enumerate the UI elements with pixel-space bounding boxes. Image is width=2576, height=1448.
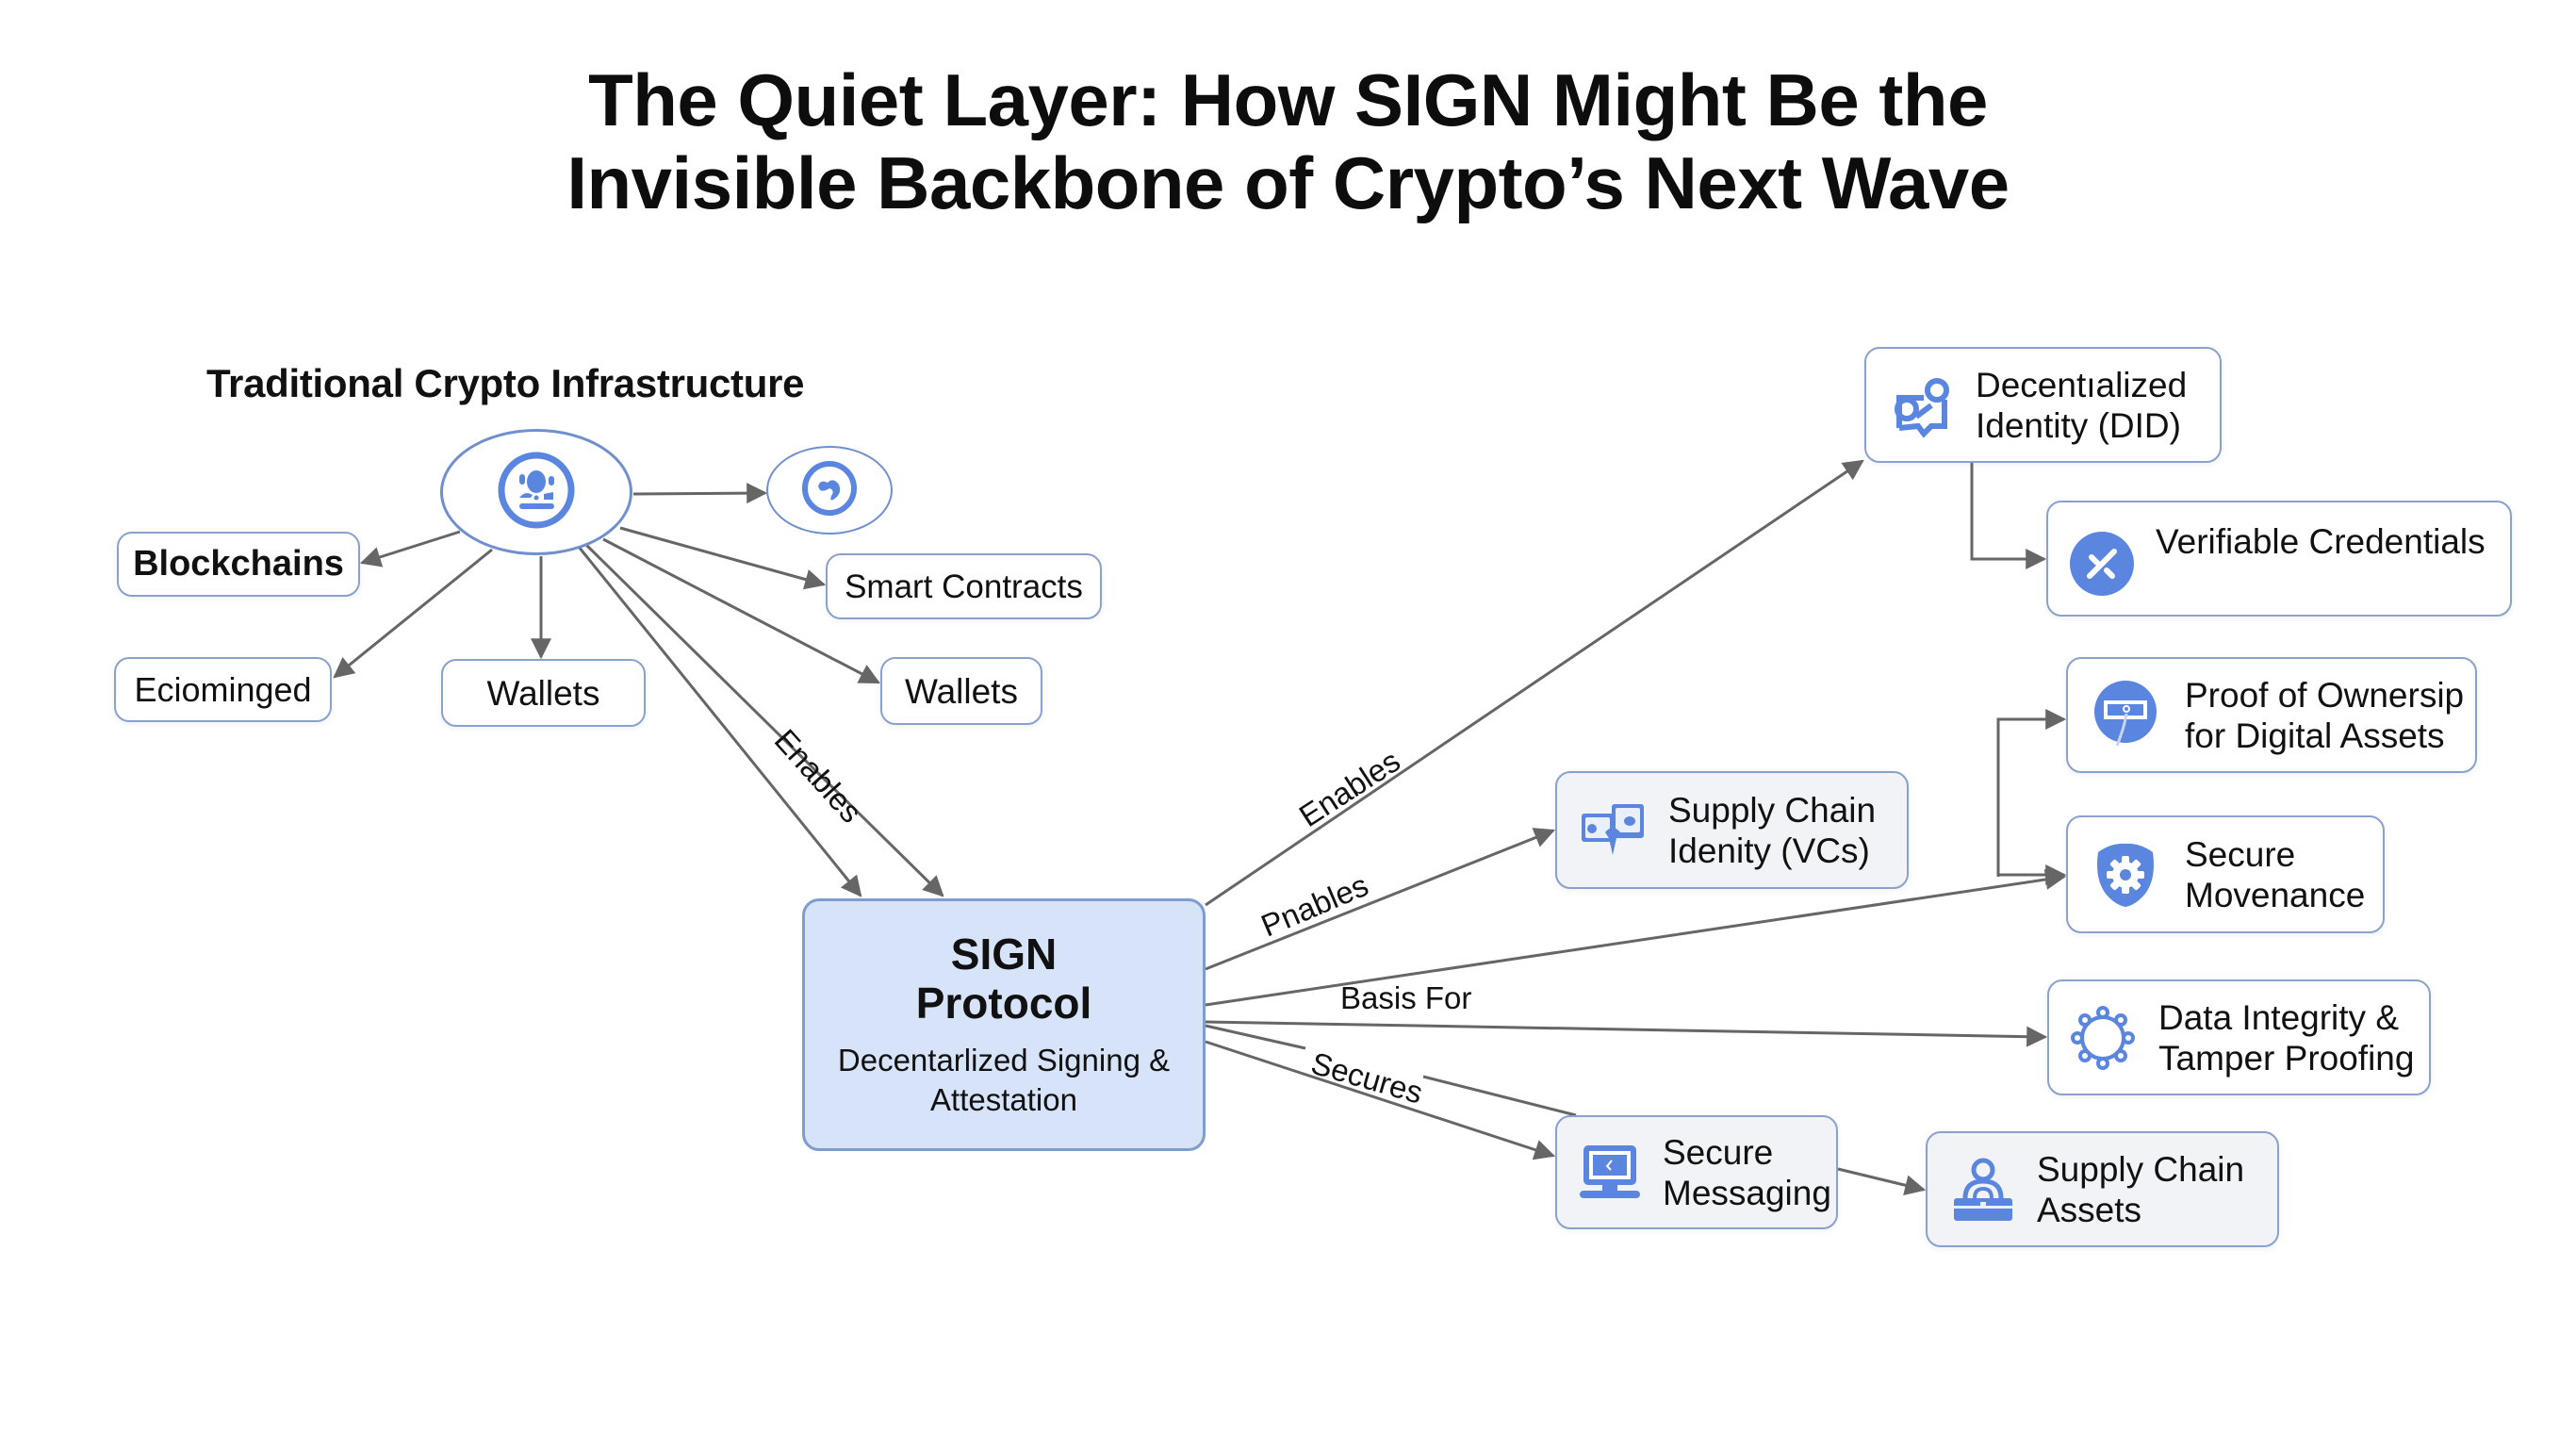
sign-name-line-2: Protocol [915,979,1092,1028]
network-ring-icon [2068,1003,2138,1073]
node-text: Data Integrity & Tamper Proofing [2158,997,2414,1078]
edge-messaging-to-assets [1837,1167,1927,1196]
traditional-infrastructure-heading: Traditional Crypto Infrastructure [206,361,805,405]
edge-hub-to-sign-a [577,546,862,897]
node-text: Supply Chain Assets [2037,1149,2244,1230]
node-label: Blockchains [133,544,344,584]
chat-bubbles-icon [1578,796,1648,865]
node-eciominged[interactable]: Eciominged [114,657,332,722]
sign-name-line-1: SIGN [950,930,1058,979]
edge-hub-to-blockchains [359,530,461,568]
edge-sign-to-messaging-top-b [1422,1075,1577,1117]
node-label-line-1: Verifiable Credentials [2156,522,2486,561]
node-secure-messaging[interactable]: Secure Messaging [1555,1115,1838,1229]
node-data-integrity[interactable]: Data Integrity & Tamper Proofing [2047,979,2431,1095]
edge-hub-to-coin [632,483,768,504]
edge-hub-to-eciominged [333,548,493,679]
network-hub-icon [497,451,576,535]
node-supply-chain-identity[interactable]: Supply Chain Idenity (VCs) [1555,771,1909,889]
node-text: Secure Messaging [1663,1132,1831,1213]
edge-sign-to-supply-identity [1205,828,1556,971]
node-verifiable-credentials[interactable]: Verifiable Credentials [2046,501,2512,617]
node-supply-chain-assets[interactable]: Supply Chain Assets [1926,1131,2279,1247]
node-text: Secure Movenance [2185,834,2365,915]
edge-hub-to-wallets-right [602,537,880,684]
node-decentralized-identity[interactable]: Decentıalized Identity (DID) [1864,347,2222,463]
ownership-tag-icon [2091,680,2160,750]
edge-hub-to-sign-b [584,543,944,897]
node-secure-movenance[interactable]: Secure Movenance [2066,815,2385,933]
diagram-title: The Quiet Layer: How SIGN Might Be the I… [0,58,2576,224]
edge-label-basis-for: Basis For [1340,980,1472,1015]
infrastructure-hub[interactable] [440,429,632,555]
title-line-1: The Quiet Layer: How SIGN Might Be the [588,58,1988,141]
edge-sign-to-messaging-top [1205,1024,1306,1050]
node-label-line-1: Supply Chain [2037,1149,2245,1189]
node-label-line-2: Messaging [1663,1173,1831,1212]
node-label-line-1: Data Integrity & [2158,997,2400,1037]
node-label: Wallets [905,671,1018,711]
person-box-icon [1948,1155,2018,1225]
shield-gear-icon [2091,840,2160,910]
sign-description-line-1: Decentarlized Signing & [837,1043,1171,1078]
edge-did-to-vc [1970,463,2047,569]
crypto-coin-icon [801,460,858,521]
node-wallets-right[interactable]: Wallets [880,657,1042,725]
node-text: Proof of Ownersip for Digital Assets [2185,675,2464,756]
node-proof-of-ownership[interactable]: Proof of Ownersip for Digital Assets [2066,657,2477,773]
node-text: Supply Chain Idenity (VCs) [1668,790,1876,871]
sign-description-line-2: Attestation [930,1082,1077,1117]
identity-chat-icon [1889,370,1959,440]
node-label: Smart Contracts [845,568,1083,605]
node-text: Decentıalized Identity (DID) [1976,365,2187,446]
edge-bracket-to-ownership [1996,709,2067,877]
node-label-line-2: Assets [2037,1190,2142,1229]
edge-hub-to-smart-contracts [619,526,827,590]
node-label-line-2: Tamper Proofing [2158,1038,2415,1078]
node-wallets-left[interactable]: Wallets [441,659,646,727]
node-label-line-1: Secure [1663,1132,1774,1172]
node-blockchains[interactable]: Blockchains [117,532,360,597]
computer-icon [1576,1138,1646,1208]
crypto-coin-node[interactable] [766,446,893,535]
node-label-line-1: Decentıalized [1976,365,2188,404]
credential-check-icon [2067,529,2137,599]
edge-sign-to-did [1205,459,1864,907]
node-label-line-2: Movenance [2185,875,2366,914]
node-label: Wallets [486,673,600,713]
title-line-2: Invisible Backbone of Crypto’s Next Wave [566,141,2010,224]
node-label: Eciominged [134,670,312,709]
edge-sign-to-integrity [1205,1020,2048,1047]
edge-sign-to-messaging [1205,1040,1556,1160]
node-label-line-1: Proof of Ownersip [2185,675,2465,715]
node-label-line-2: Idenity (VCs) [1668,831,1870,870]
sign-protocol-node[interactable]: SIGN Protocol Decentarlized Signing & At… [802,898,1206,1151]
node-smart-contracts[interactable]: Smart Contracts [826,553,1102,619]
edge-sign-to-movenance [1205,869,2067,1007]
node-label-line-2: Identity (DID) [1976,405,2181,445]
node-label-line-1: Secure [2185,834,2296,874]
node-label-line-2: for Digital Assets [2185,716,2445,755]
node-label-line-1: Supply Chain [1668,790,1877,830]
